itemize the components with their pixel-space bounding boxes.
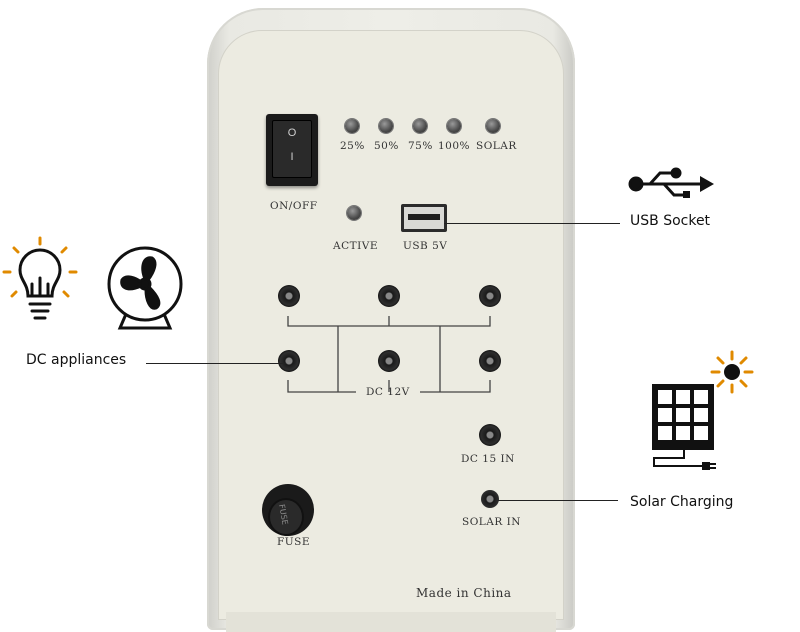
dc-socket-3[interactable] (479, 285, 501, 307)
led-label-25: 25% (340, 140, 365, 152)
dc-socket-6[interactable] (479, 350, 501, 372)
dc-15-in-label: DC 15 IN (461, 453, 515, 465)
dc-appliances-callout-line (146, 363, 286, 364)
led-solar (486, 119, 500, 133)
usb-socket-callout: USB Socket (630, 213, 711, 229)
sun-icon (710, 350, 754, 394)
usb-label: USB 5V (403, 240, 448, 252)
led-label-50: 50% (374, 140, 399, 152)
usb-symbol-icon (628, 167, 714, 198)
usb-callout-line (444, 223, 620, 224)
led-label-100: 100% (438, 140, 471, 152)
power-switch-rocker[interactable]: O I (272, 120, 312, 178)
led-label-75: 75% (408, 140, 433, 152)
solar-in-label: SOLAR IN (462, 516, 521, 528)
dc-socket-2[interactable] (378, 285, 400, 307)
led-100 (447, 119, 461, 133)
made-in-label: Made in China (416, 586, 512, 600)
switch-label: ON/OFF (270, 200, 318, 212)
dc-socket-1[interactable] (278, 285, 300, 307)
dc-appliances-callout: DC appliances (26, 352, 127, 368)
switch-off-mark: O (287, 127, 297, 139)
switch-on-mark: I (290, 151, 294, 163)
dc-socket-5[interactable] (378, 350, 400, 372)
fan-icon (107, 246, 183, 330)
led-label-solar: SOLAR (476, 140, 517, 152)
solar-charging-callout: Solar Charging (630, 494, 734, 510)
dc-15-in-socket[interactable] (479, 424, 501, 446)
led-active (347, 206, 361, 220)
dc-socket-4[interactable] (278, 350, 300, 372)
usb-port-tongue (408, 214, 440, 220)
active-label: ACTIVE (333, 240, 379, 252)
led-75 (413, 119, 427, 133)
dc-12v-label: DC 12V (366, 386, 410, 398)
fuse-label: FUSE (277, 536, 310, 548)
fuse-cap-text: FUSE (277, 503, 290, 526)
fuse-cap[interactable]: FUSE (268, 498, 304, 536)
solar-panel-icon (652, 384, 716, 470)
device-base (226, 612, 556, 632)
led-25 (345, 119, 359, 133)
solar-callout-line (498, 500, 618, 501)
lightbulb-icon (2, 236, 78, 320)
led-50 (379, 119, 393, 133)
solar-in-socket[interactable] (481, 490, 499, 508)
